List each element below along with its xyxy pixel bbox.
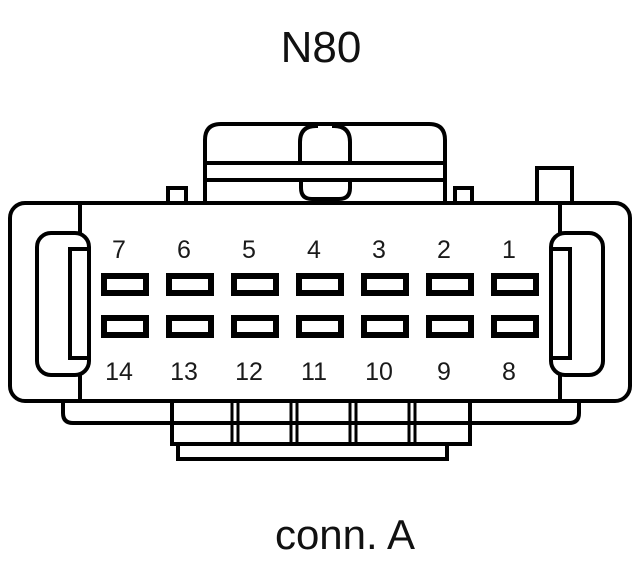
body-top-tall-tab [535,166,574,206]
pin-label-10: 10 [365,358,393,386]
pin-label-13: 13 [170,358,198,386]
pin-cavity-5[interactable] [231,273,279,296]
pin-cavity-3[interactable] [361,273,409,296]
pin-label-8: 8 [502,358,516,386]
right-slot-outer [549,231,605,377]
pin-cavity-4[interactable] [296,273,344,296]
pin-cavity-11[interactable] [296,315,344,338]
latch-tab-upper-right-flare [331,123,352,165]
body-top-nub-right [453,186,474,206]
diagram-caption: conn. A [275,511,415,558]
latch-tab-lower [299,178,352,201]
pin-label-14: 14 [105,358,133,386]
pin-label-11: 11 [301,358,327,386]
bottom-skirt [61,399,581,461]
pin-labels-top: 7 6 5 4 3 2 1 [112,236,516,264]
pin-label-4: 4 [307,236,321,264]
connector-body-outline [8,201,632,403]
pin-cavity-12[interactable] [231,315,279,338]
pin-cavity-8[interactable] [491,315,539,338]
latch-assembly [203,122,447,207]
pin-cavity-1[interactable] [491,273,539,296]
pin-cavity-6[interactable] [166,273,214,296]
latch-tab-upper-left-flare [298,123,319,165]
skirt-flange [61,399,581,425]
left-slot-inner [68,247,91,360]
pin-label-12: 12 [235,358,263,386]
skirt-base-step [176,442,449,461]
pin-cavity-2[interactable] [426,273,474,296]
pin-cavity-14[interactable] [101,315,149,338]
pin-label-7: 7 [112,236,126,264]
pin-label-5: 5 [242,236,256,264]
pin-cavity-10[interactable] [361,315,409,338]
pin-label-1: 1 [502,236,516,264]
pin-cavity-9[interactable] [426,315,474,338]
pin-label-9: 9 [437,358,451,386]
pin-label-2: 2 [437,236,451,264]
latch-outline [203,122,447,207]
pin-label-6: 6 [177,236,191,264]
right-slot-inner [549,247,572,360]
pin-cavity-13[interactable] [166,315,214,338]
skirt-center-block [170,399,472,446]
body-top-nub-left [166,186,188,206]
left-locking-slot [35,231,91,377]
pin-row-top [101,273,539,296]
pin-label-3: 3 [372,236,386,264]
diagram-title: N80 [281,23,362,72]
left-slot-outer [35,231,91,377]
right-locking-slot [549,231,605,377]
pin-row-bottom [101,315,539,338]
pin-labels-bottom: 14 13 12 11 10 9 8 [105,358,516,386]
pin-cavity-7[interactable] [101,273,149,296]
